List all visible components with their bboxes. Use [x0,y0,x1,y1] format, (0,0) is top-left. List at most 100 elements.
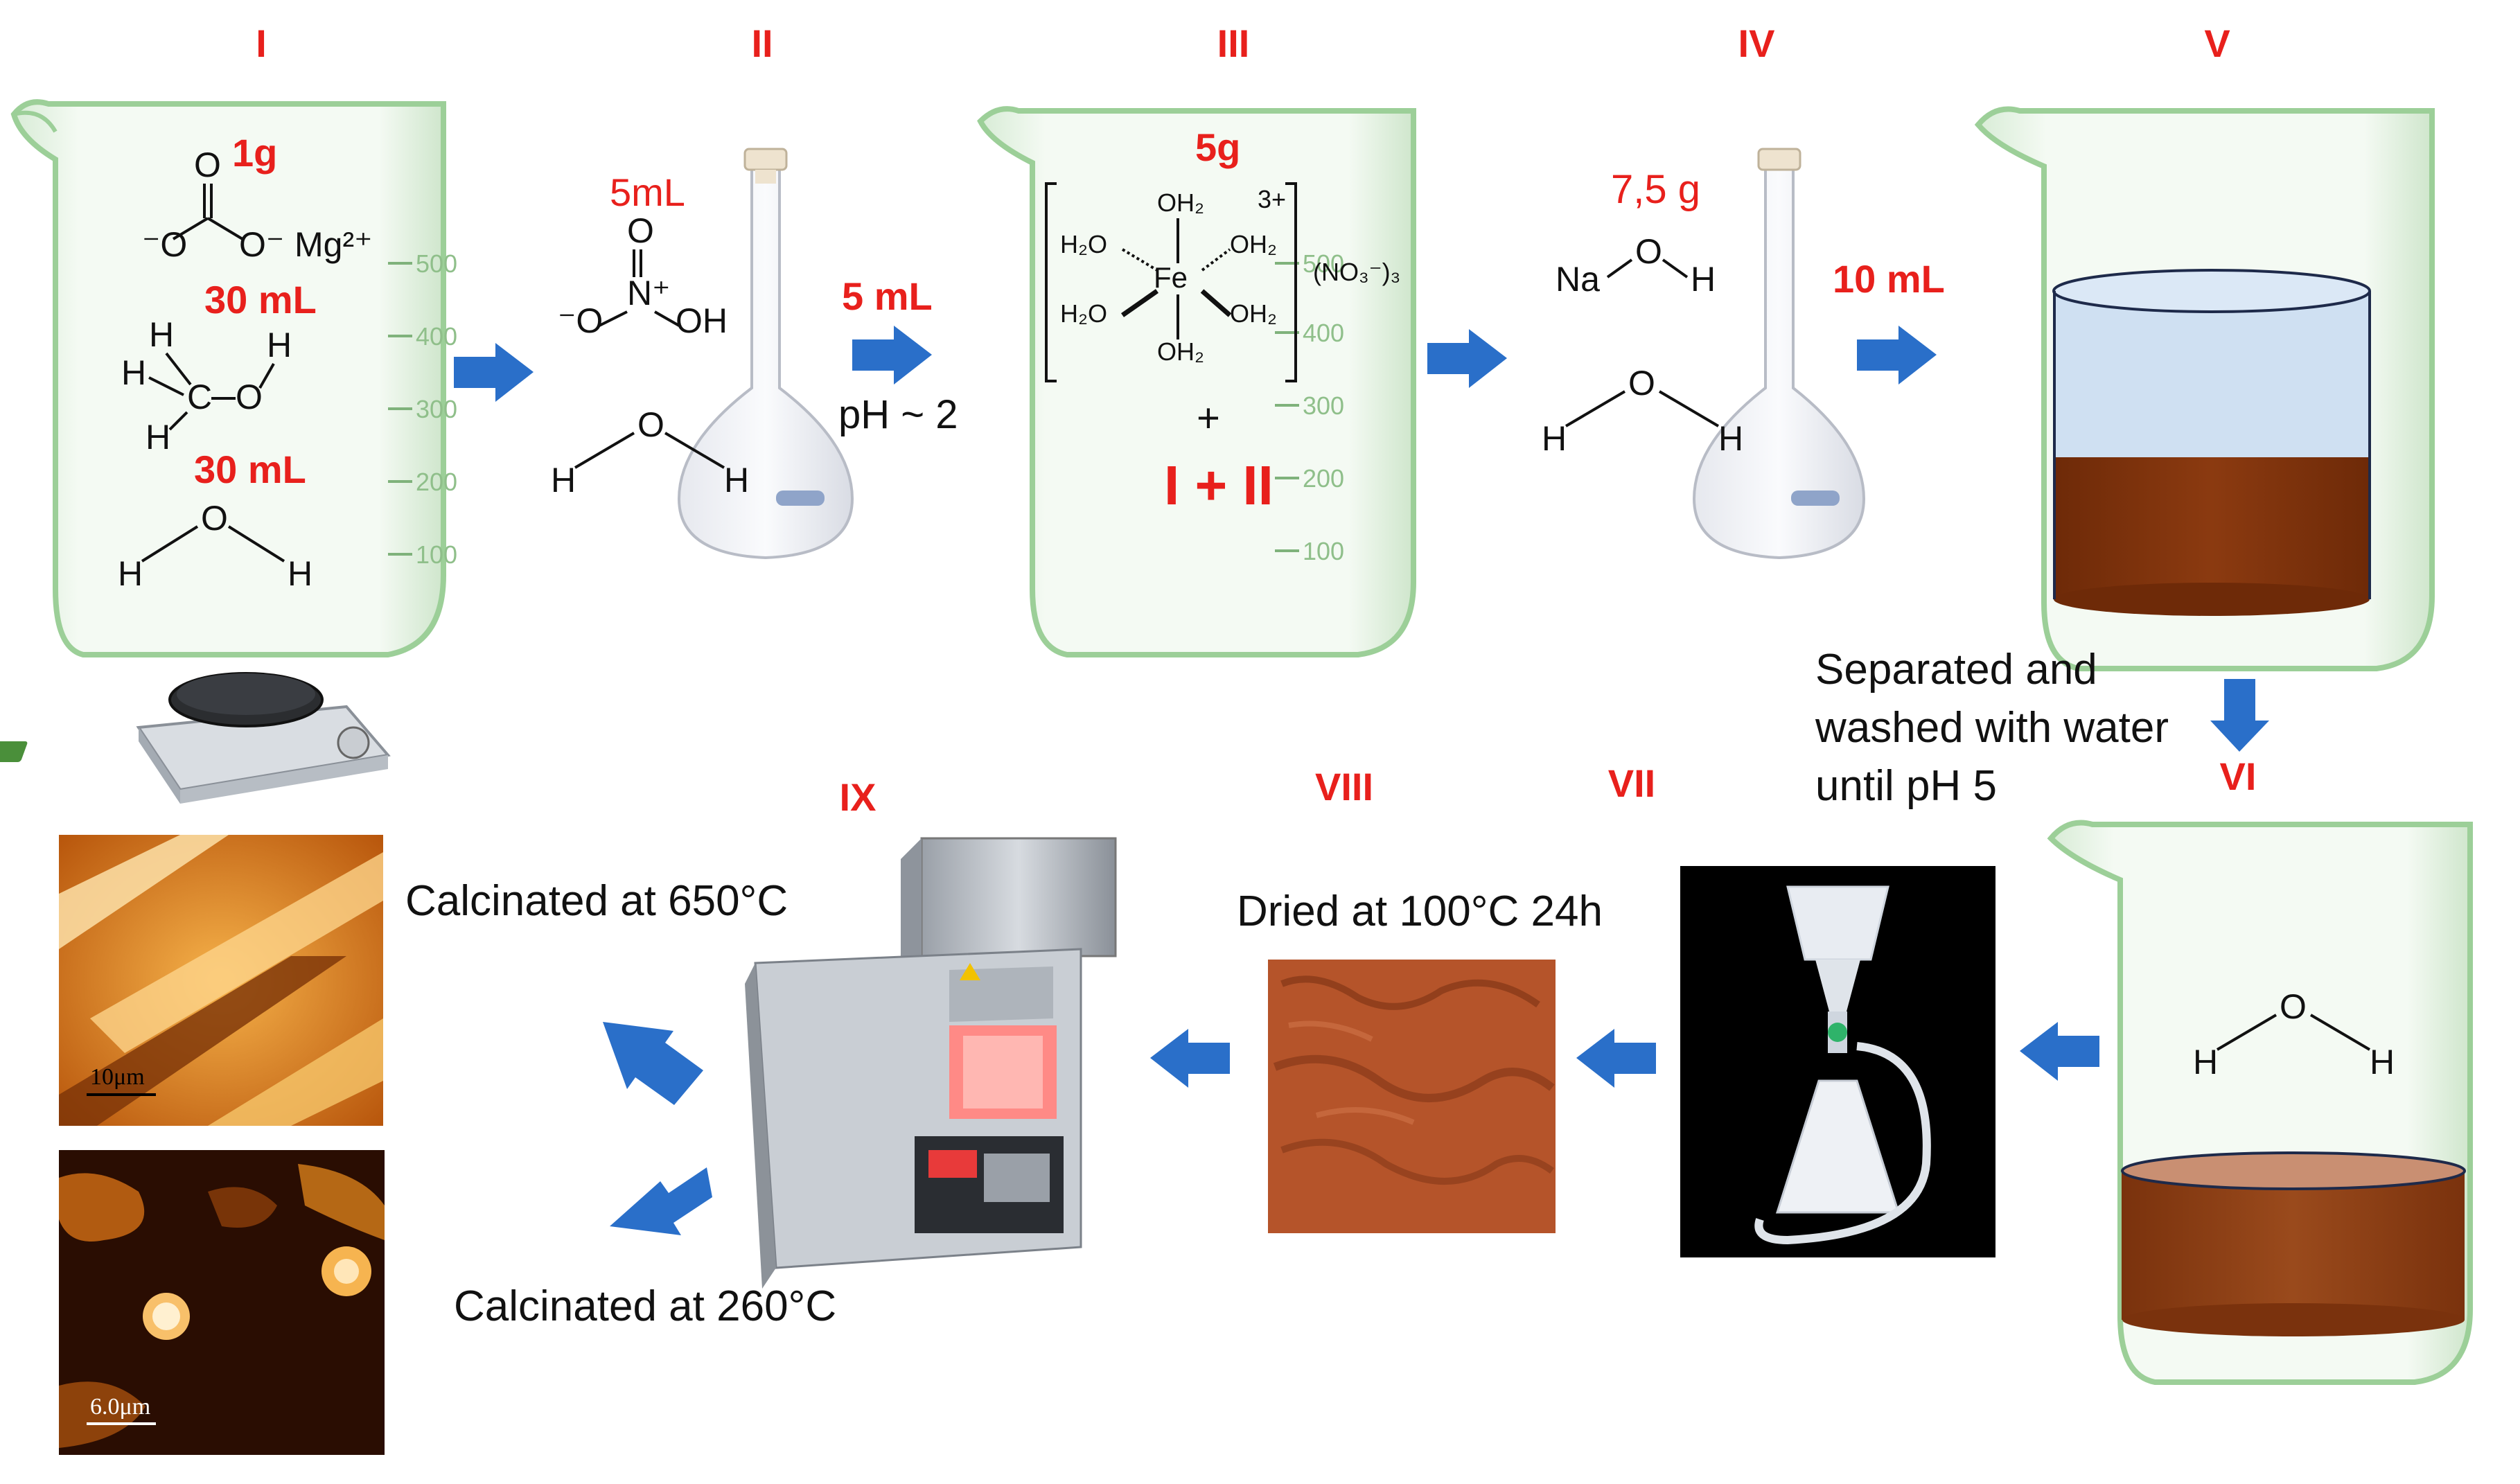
beaker-iii-icon [977,106,1416,657]
grad-label: 200 [1303,464,1344,493]
svg-text:⁻O: ⁻O [558,301,603,340]
arrow-vi-vii [2020,1022,2099,1081]
mix-i-ii: I + II [1164,454,1274,516]
step-label-vii: VII [1607,761,1656,805]
scalebar-label-650: 10μm [90,1064,145,1090]
svg-text:H: H [149,315,174,354]
svg-text:OH₂: OH₂ [1157,337,1204,366]
hno3-volume: 5mL [610,170,685,214]
svg-text:3+: 3+ [1258,185,1286,213]
step-label-v: V [2204,21,2230,65]
volumetric-flask-ii-icon [677,148,854,560]
mgco3-quantity: 1g [232,131,278,175]
beaker-vi-icon [2047,820,2473,1385]
svg-text:O⁻: O⁻ [239,225,284,264]
grad-label: 100 [1303,537,1344,565]
muffle-furnace-icon [745,837,1117,1289]
step-label-vi: VI [2219,754,2257,798]
svg-text:O: O [637,405,664,444]
svg-text:N⁺: N⁺ [627,274,671,312]
calcination-260-note: Calcinated at 260°C [454,1282,837,1330]
water-i-structure: O H H [118,499,312,593]
grad-label: 400 [1303,319,1344,347]
svg-text:Mg²⁺: Mg²⁺ [294,225,373,264]
arrow-ix-260 [610,1167,712,1235]
added-volume-ii: 5 mL [842,274,933,318]
separation-note-line1: Separated and [1815,646,2097,694]
step-label-iii: III [1217,21,1250,65]
ph-value: pH ~ 2 [838,392,958,437]
svg-text:H: H [288,554,312,593]
separation-note: Separated and washed with water until pH… [1815,641,2169,815]
svg-text:H: H [146,418,170,457]
step-label-ii: II [751,21,773,65]
process-arrows [454,326,2269,1235]
beaker-v-icon [1974,106,2435,671]
drying-note: Dried at 100°C 24h [1237,887,1603,935]
carbonate-structure: O ⁻O O⁻ Mg²⁺ [142,145,373,264]
svg-text:H₂O: H₂O [1060,299,1107,328]
svg-text:OH₂: OH₂ [1157,188,1204,217]
grad-label: 100 [416,540,457,569]
fe-nitrate-mass: 5g [1195,125,1241,169]
svg-text:H: H [267,326,292,364]
naoh-structure: Na O H [1556,232,1716,299]
graduation-labels: 500 400 300 200 100 500 400 300 200 100 [416,249,1344,569]
svg-text:H: H [121,353,146,392]
arrow-ix-650 [603,1022,703,1105]
separation-note-line3: until pH 5 [1815,762,1997,810]
beaker-i-icon [10,99,446,657]
plus-sign: + [1197,396,1220,441]
afm-image-260 [59,1150,385,1455]
svg-text:⁻O: ⁻O [142,225,187,264]
grad-label: 300 [1303,391,1344,420]
arrow-viii-ix [1150,1029,1230,1088]
calcination-650-note: Calcinated at 650°C [405,877,788,925]
step-label-iv: IV [1738,21,1775,65]
grad-label: 400 [416,322,457,351]
arrow-vii-viii [1576,1029,1656,1088]
dried-powder-photo [1268,960,1556,1233]
svg-text:O: O [201,499,228,538]
methanol-structure: H H C H O H [121,315,292,457]
svg-text:O: O [2280,987,2307,1026]
scalebar-label-260: 6.0μm [90,1394,151,1420]
svg-text:H: H [551,461,576,500]
svg-text:(NO₃⁻)₃: (NO₃⁻)₃ [1313,258,1400,286]
water-vi-structure: O H H [2193,987,2395,1081]
svg-text:Fe: Fe [1154,261,1188,294]
svg-text:O: O [1628,364,1655,403]
svg-text:O: O [1635,232,1662,271]
water-i-volume: 30 mL [194,448,306,491]
grad-label: 200 [416,468,457,496]
svg-text:H₂O: H₂O [1060,230,1107,258]
svg-text:OH₂: OH₂ [1230,230,1277,258]
svg-text:C: C [187,378,212,416]
grad-label: 500 [1303,249,1344,278]
arrow-v-vi [2210,679,2269,752]
svg-text:H: H [2193,1043,2218,1081]
svg-text:O: O [236,378,263,416]
arrow-ii-iii [852,326,932,385]
arrow-iv-v [1857,326,1937,385]
nitric-acid-structure: O N⁺ ⁻O OH [558,211,728,340]
svg-text:OH: OH [676,301,728,340]
water-ii-structure: O H H [551,405,749,500]
arrow-iii-iv [1427,329,1507,388]
svg-text:O: O [627,211,654,250]
vacuum-filtration-icon [1680,866,1995,1257]
svg-text:H: H [724,461,749,500]
naoh-mass: 7,5 g [1611,167,1700,212]
grad-label: 300 [416,395,457,423]
arrow-i-ii [454,343,534,402]
step-label-viii: VIII [1314,765,1374,809]
step-label-ix: IX [839,775,876,819]
afm-image-650 [59,835,383,1126]
hotplate-stirrer-icon [0,672,391,804]
svg-text:H: H [118,554,143,593]
grad-label: 500 [416,249,457,278]
svg-text:H: H [2370,1043,2395,1081]
iron-hexaaqua-complex: OH₂ 3+ H₂O OH₂ Fe H₂O OH₂ OH₂ (NO₃⁻)₃ [1045,182,1400,382]
